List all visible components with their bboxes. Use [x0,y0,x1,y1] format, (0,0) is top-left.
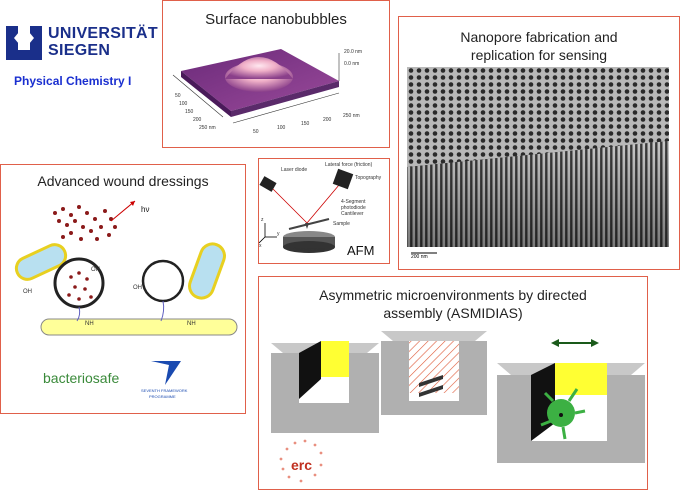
left-tick-50: 50 [175,93,181,99]
asmidias-title-line2: assembly (ASMIDIAS) [383,305,523,321]
right-tick-200: 200 [323,117,332,123]
right-tick-150: 150 [301,121,310,127]
panel-nanobubbles: Surface nanobubbles 20.0 nm 0.0 nm 50 10… [162,0,390,148]
right-tick-100: 100 [277,125,286,131]
logo-line2: SIEGEN [48,42,111,59]
nh-label-2: NH [187,321,196,327]
university-logo: UNIVERSITÄT SIEGEN [4,24,158,62]
group-name: Physical Chemistry I [14,74,132,88]
right-tick-250: 250 nm [343,113,360,119]
afm-piezo-label: Piezo-scanner [293,247,325,253]
siegen-logo-icon [6,26,42,60]
asmidias-title-line1: Asymmetric microenvironments by directed [319,287,587,303]
fp7-label-line1: SEVENTH FRAMEWORK [141,388,188,393]
microwell-diagrams [271,331,645,483]
oh-label-2: OH [23,289,32,295]
hv-label: hν [141,205,150,214]
afm-label: AFM [347,243,375,258]
z-tick-bottom: 0.0 nm [344,61,360,67]
z-tick-top: 20.0 nm [344,49,363,55]
logo-line1: UNIVERSITÄT [48,25,158,42]
afm-sample-label: Sample [333,221,350,227]
afm-topography-label: Topography [355,175,382,181]
panel-wound-dressings: Advanced wound dressings hν OH OH OH NH … [0,164,246,414]
sem-scale-label: 200 nm [411,254,428,260]
nanopore-title-line2: replication for sensing [470,47,608,63]
afm-photodiode-label: 4-Segment photodiode [341,199,366,211]
panel-afm: Laser diode Lateral force (friction) Top… [258,158,390,264]
erc-logo: erc [291,457,313,473]
afm-lateral-label: Lateral force (friction) [325,162,373,168]
nanopore-sem-image [407,67,669,263]
afm-cantilever-label: Cantilever [341,211,364,217]
left-tick-150: 150 [185,109,194,115]
left-tick-100: 100 [179,101,188,107]
afm-laser-label: Laser diode [281,167,308,173]
nanopore-title-line1: Nanopore fabrication and [460,29,618,45]
afm-schematic [259,168,354,253]
panel-asmidias: Asymmetric microenvironments by directed… [258,276,648,490]
wound-dressing-diagram [14,200,238,336]
afm-axis-z: z [261,217,264,223]
oh-label-1: OH [91,267,100,273]
left-tick-250: 250 nm [199,125,216,131]
right-tick-50: 50 [253,129,259,135]
afm-axis-x: x [259,243,262,249]
fp7-logo-icon [151,361,181,385]
bacteriosafe-logo: bacteriosafe [43,370,120,386]
afm-axis-y: y [277,231,280,237]
wound-title: Advanced wound dressings [37,173,209,189]
oh-label-3: OH [133,285,142,291]
nanobubbles-title: Surface nanobubbles [205,11,347,28]
nh-label-1: NH [85,321,94,327]
fp7-label-line2: PROGRAMME [149,394,176,399]
left-tick-200: 200 [193,117,202,123]
nanobubble-afm-surface [172,49,340,124]
panel-nanopore: Nanopore fabrication and replication for… [398,16,680,270]
